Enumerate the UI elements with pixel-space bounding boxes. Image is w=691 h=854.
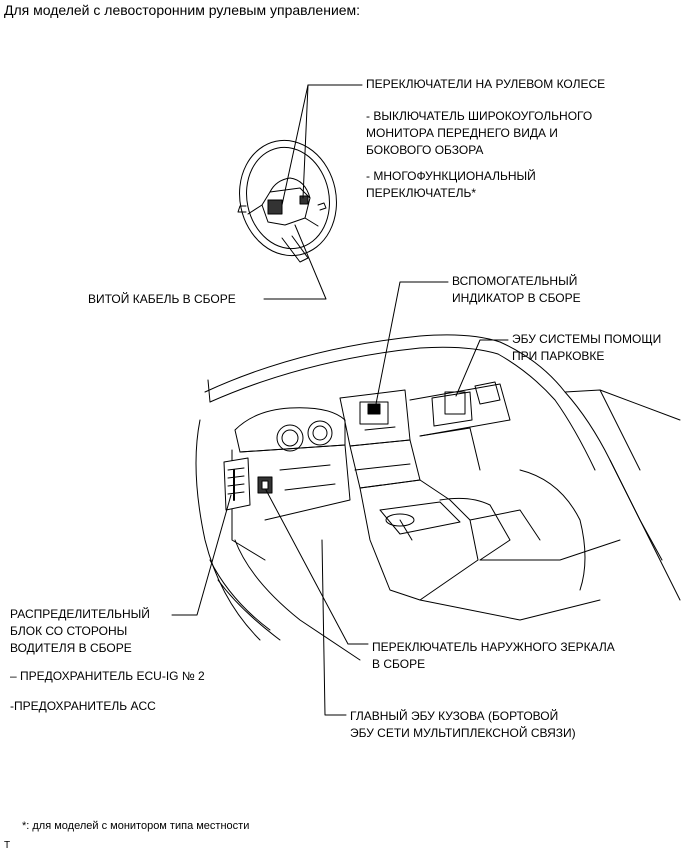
label-wide-view-switch-line1: - ВЫКЛЮЧАТЕЛЬ ШИРОКОУГОЛЬНОГО (366, 109, 593, 123)
label-main-body-ecu-line2: ЭБУ СЕТИ МУЛЬТИПЛЕКСНОЙ СВЯЗИ) (350, 726, 576, 740)
figure-code: T (4, 840, 11, 851)
label-steering-switches: ПЕРЕКЛЮЧАТЕЛИ НА РУЛЕВОМ КОЛЕСЕ (366, 77, 606, 91)
label-mirror-switch-line1: ПЕРЕКЛЮЧАТЕЛЬ НАРУЖНОГО ЗЕРКАЛА (372, 640, 615, 654)
label-wide-view-switch-line2: МОНИТОРА ПЕРЕДНЕГО ВИДА И (366, 126, 558, 140)
label-mirror-switch-line2: В СБОРЕ (372, 657, 426, 671)
label-spiral-cable: ВИТОЙ КАБЕЛЬ В СБОРЕ (88, 292, 236, 306)
dashboard-illustration (195, 334, 681, 661)
label-fuse-ecu-ig: – ПРЕДОХРАНИТЕЛЬ ECU-IG № 2 (10, 669, 205, 683)
leader-lines (171, 84, 509, 716)
label-multi-switch-line1: - МНОГОФУНКЦИОНАЛЬНЫЙ (366, 169, 536, 183)
label-aux-indicator-line1: ВСПОМОГАТЕЛЬНЫЙ (452, 274, 578, 288)
label-parking-ecu-line2: ПРИ ПАРКОВКЕ (512, 349, 605, 363)
label-main-body-ecu-line1: ГЛАВНЫЙ ЭБУ КУЗОВА (БОРТОВОЙ (350, 709, 559, 723)
label-wide-view-switch-line3: БОКОВОГО ОБЗОРА (366, 143, 484, 157)
label-junction-block-line3: ВОДИТЕЛЯ В СБОРЕ (10, 641, 132, 655)
label-parking-ecu-line1: ЭБУ СИСТЕМЫ ПОМОЩИ (512, 332, 662, 346)
steering-wheel-illustration (237, 139, 337, 263)
page-header: Для моделей с левосторонним рулевым упра… (4, 2, 361, 18)
label-junction-block-line1: РАСПРЕДЕЛИТЕЛЬНЫЙ (10, 607, 150, 621)
label-aux-indicator-line2: ИНДИКАТОР В СБОРЕ (452, 291, 581, 305)
label-fuse-acc: -ПРЕДОХРАНИТЕЛЬ ACC (10, 699, 156, 713)
label-junction-block-line2: БЛОК СО СТОРОНЫ (10, 624, 128, 638)
footnote: *: для моделей с монитором типа местност… (22, 820, 250, 832)
label-multi-switch-line2: ПЕРЕКЛЮЧАТЕЛЬ* (366, 186, 477, 200)
